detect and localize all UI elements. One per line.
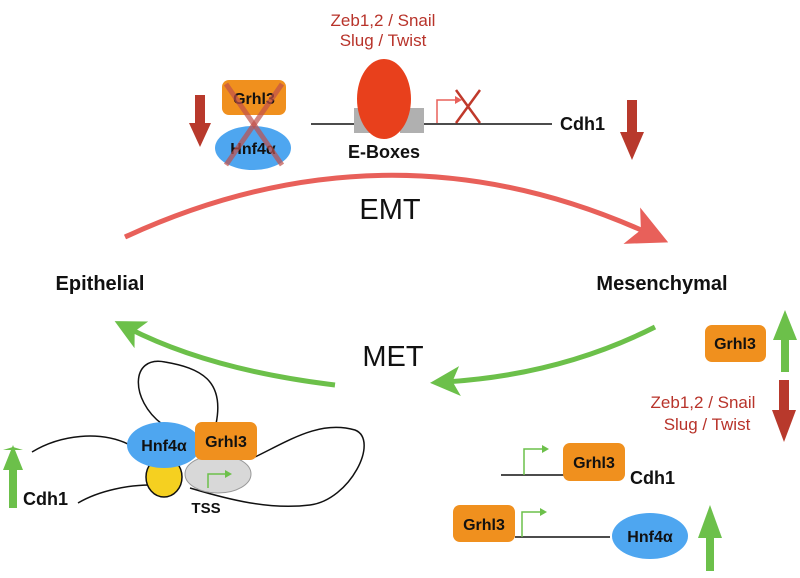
tss-arrow-icon xyxy=(523,448,543,475)
down-arrow-icon xyxy=(189,95,211,147)
hnf4a-ellipse-br xyxy=(612,513,688,559)
repressor-oval xyxy=(357,59,411,139)
epithelial-label: Epithelial xyxy=(56,273,145,295)
emt-arrow xyxy=(123,172,669,244)
hnf4a-ellipse-bl xyxy=(127,422,201,468)
down-arrow-icon xyxy=(620,100,644,160)
br-repressors-line1: Zeb1,2 / Snail xyxy=(651,393,756,412)
chromatin-loop xyxy=(31,360,365,508)
grhl3-label-hnf4a: Grhl3 xyxy=(463,517,505,534)
hnf4a-label-bl: Hnf4α xyxy=(141,438,187,455)
met-arrow-left xyxy=(114,321,336,388)
tss-arrow-icon xyxy=(207,473,226,488)
grhl3-box-cdh1 xyxy=(563,443,625,481)
grhl3-box-br-top xyxy=(705,325,766,362)
br-repressors-line2: Slug / Twist xyxy=(664,415,751,434)
grhl3-box-hnf4a xyxy=(453,505,515,542)
hnf4a-ellipse-top xyxy=(215,126,291,170)
met-label: MET xyxy=(362,341,424,373)
down-arrow-icon xyxy=(772,380,796,442)
grhl3-box-top xyxy=(222,80,286,115)
met-arrow-right xyxy=(430,324,657,397)
cdh1-label-br: Cdh1 xyxy=(630,468,675,488)
grhl3-label-cdh1: Grhl3 xyxy=(573,455,615,472)
up-arrow-icon xyxy=(698,505,722,571)
emt-label: EMT xyxy=(359,194,421,226)
cdh1-label-top: Cdh1 xyxy=(560,114,605,134)
up-arrow-icon xyxy=(3,445,23,508)
grhl3-label-bl: Grhl3 xyxy=(205,434,247,451)
tss-arrow-icon xyxy=(521,511,541,537)
grhl3-box-bl xyxy=(195,422,257,460)
hnf4a-label-br: Hnf4α xyxy=(627,529,673,546)
mesenchymal-label: Mesenchymal xyxy=(596,273,727,295)
grhl3-label-top: Grhl3 xyxy=(233,91,275,108)
top-repressors-line1: Zeb1,2 / Snail xyxy=(331,11,436,30)
grhl3-label-br-top: Grhl3 xyxy=(714,336,756,353)
top-repressors-line2: Slug / Twist xyxy=(340,31,427,50)
tss-arrow-icon xyxy=(436,99,456,123)
x-block-icon xyxy=(454,89,482,124)
cross-icon xyxy=(223,82,285,167)
eboxes-label: E-Boxes xyxy=(348,142,420,162)
up-arrow-icon xyxy=(773,310,797,372)
cdh1-label-bl: Cdh1 xyxy=(23,489,68,509)
tss-label: TSS xyxy=(191,500,220,517)
